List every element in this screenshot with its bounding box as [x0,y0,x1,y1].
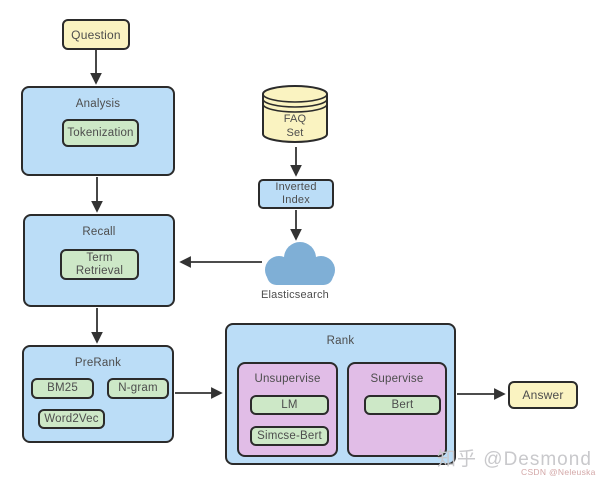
node-inverted-index: Inverted Index [258,179,334,209]
faq-set-label: FAQ Set [283,113,307,139]
elasticsearch-node [262,242,338,285]
node-faq-set: FAQ Set [260,83,330,147]
unsupervise-title: Unsupervise [254,373,321,385]
node-question: Question [62,19,130,50]
recall-title: Recall [82,226,116,238]
node-lm: LM [250,395,329,415]
cloud-icon [265,242,335,285]
node-answer: Answer [508,381,578,409]
node-bert: Bert [364,395,441,415]
elasticsearch-label: Elasticsearch [260,289,329,301]
prerank-title: PreRank [74,357,122,369]
node-simcse-bert: Simcse-Bert [250,426,329,446]
rank-title: Rank [326,335,355,347]
analysis-title: Analysis [75,98,121,110]
node-tokenization: Tokenization [62,119,139,147]
node-prerank: PreRank BM25 N-gram Word2Vec [22,345,174,443]
node-analysis: Analysis Tokenization [21,86,175,176]
node-bm25: BM25 [31,378,94,399]
watermark-zhihu: 知乎 @Desmond [437,449,592,470]
group-supervise: Supervise Bert [347,362,447,457]
node-term-retrieval: Term Retrieval [60,249,139,280]
node-ngram: N-gram [107,378,169,399]
group-unsupervise: Unsupervise LM Simcse-Bert [237,362,338,457]
node-rank: Rank Unsupervise LM Simcse-Bert Supervis… [225,323,456,465]
watermark-csdn: CSDN @Neleuska [521,467,596,477]
supervise-title: Supervise [370,373,424,385]
node-recall: Recall Term Retrieval [23,214,175,307]
database-icon [262,84,328,144]
node-word2vec: Word2Vec [38,409,105,429]
